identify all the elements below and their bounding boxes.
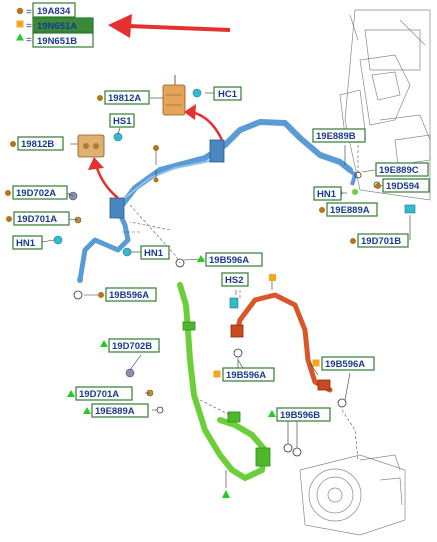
label-HN1-left: [12, 235, 43, 250]
svg-text:19B596A: 19B596A: [325, 359, 365, 370]
legend-code-1: 19N651A: [37, 21, 77, 32]
svg-text:19B596A: 19B596A: [109, 290, 149, 301]
label-19D702B: [108, 338, 160, 353]
svg-text:19812A: 19812A: [108, 93, 141, 104]
legend-code-2: 19N651B: [37, 36, 77, 47]
label-19E889C: [375, 162, 429, 177]
svg-text:HN1: HN1: [16, 238, 36, 249]
red-arrows: [88, 14, 231, 199]
svg-text:19E889C: 19E889C: [379, 165, 419, 176]
leader-lines: [41, 92, 411, 488]
label-19B596A-d: [321, 356, 375, 371]
expansion-valve-19812B: [77, 134, 105, 158]
label-19B596A-c: [222, 367, 275, 382]
compressor-drawing: [299, 454, 406, 536]
svg-text:HN1: HN1: [144, 248, 164, 259]
label-19B596A-a: [205, 252, 263, 267]
svg-text:19B596A: 19B596A: [209, 255, 249, 266]
svg-text:19D701A: 19D701A: [17, 214, 57, 225]
legend-circle-icon: [16, 7, 24, 15]
expansion-valve-19812A: [162, 75, 186, 116]
legend: = 19A834 = 19N651A = 19N651B: [16, 2, 94, 48]
svg-text:19812B: 19812B: [21, 139, 54, 150]
label-HN1-mid: [140, 245, 170, 260]
label-19812A: [104, 90, 150, 105]
legend-item-0: [32, 2, 76, 18]
legend-item-1: [32, 17, 94, 33]
label-19D701A-top: [13, 211, 70, 226]
dashed-leaders: [122, 130, 359, 461]
label-19D702A: [12, 185, 68, 200]
label-19B596A-b: [105, 287, 157, 302]
legend-code-0: 19A834: [37, 6, 71, 17]
label-19812B: [17, 136, 64, 151]
label-19E889B: [312, 128, 366, 143]
legend-square-icon: [16, 20, 24, 28]
label-HC1: [213, 86, 242, 101]
svg-text:19B596B: 19B596B: [280, 410, 320, 421]
blue-refrigerant-line: [77, 119, 358, 283]
svg-text:19B596A: 19B596A: [226, 370, 266, 381]
svg-text:19D701A: 19D701A: [79, 389, 119, 400]
label-HS2: [221, 272, 249, 287]
svg-text:HN1: HN1: [317, 189, 337, 200]
svg-text:19D594: 19D594: [386, 181, 420, 192]
legend-triangle-icon: [16, 33, 24, 41]
label-HN1-right: [313, 186, 342, 201]
label-HS1: [109, 113, 135, 128]
svg-text:HS2: HS2: [225, 275, 243, 286]
svg-text:19E889B: 19E889B: [316, 131, 356, 142]
svg-text:=: =: [26, 35, 32, 46]
label-19E889A-top: [326, 202, 378, 217]
svg-text:19D701B: 19D701B: [361, 236, 401, 247]
svg-text:19D702A: 19D702A: [16, 188, 56, 199]
legend-item-2: [32, 32, 94, 48]
svg-text:19D702B: 19D702B: [112, 341, 152, 352]
part-markers: [153, 145, 276, 498]
label-19D701B: [357, 233, 409, 248]
label-19D594: [382, 178, 430, 193]
svg-text:=: =: [26, 7, 32, 18]
label-19D701A-bot: [75, 386, 133, 401]
green-refrigerant-line: [177, 282, 271, 481]
label-19B596B: [276, 407, 331, 422]
svg-text:HC1: HC1: [218, 89, 238, 100]
label-19E889A-bot: [91, 403, 149, 418]
red-refrigerant-line: [230, 292, 333, 393]
part-labels: 19812A HC1 HS1 19812B 19E889B 19E889C 19…: [5, 86, 430, 422]
svg-text:19E889A: 19E889A: [330, 205, 370, 216]
svg-text:=: =: [26, 21, 32, 32]
svg-text:HS1: HS1: [113, 116, 132, 127]
svg-text:19E889A: 19E889A: [95, 406, 135, 417]
